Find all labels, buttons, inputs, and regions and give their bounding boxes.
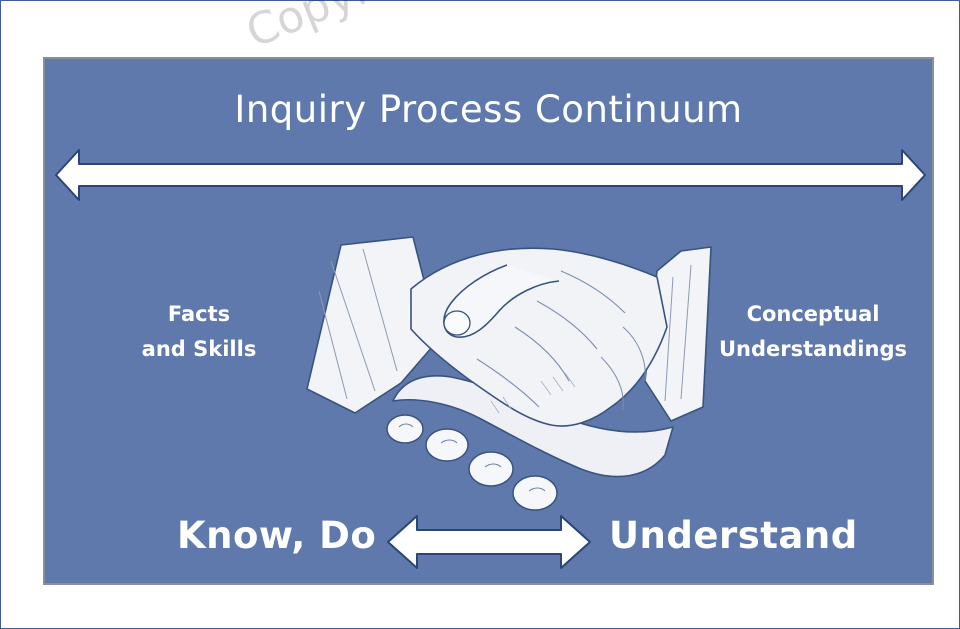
know-do-label: Know, Do xyxy=(177,514,377,557)
handshake-icon xyxy=(306,236,712,511)
conceptual-understandings-label: Conceptual Understandings xyxy=(703,297,923,367)
facts-label-line2: and Skills xyxy=(141,337,257,361)
conceptual-label-line1: Conceptual xyxy=(746,302,880,326)
diagram-panel: Inquiry Process Continuum Facts and Skil… xyxy=(43,57,934,585)
facts-label-line1: Facts xyxy=(167,302,231,326)
diagram-title: Inquiry Process Continuum xyxy=(234,88,743,131)
small-double-arrow-icon xyxy=(387,515,591,569)
conceptual-label-line2: Understandings xyxy=(718,337,907,361)
double-arrow-icon xyxy=(55,149,926,201)
facts-and-skills-label: Facts and Skills xyxy=(117,297,281,367)
copyright-watermark: Copyright xyxy=(239,0,457,58)
understand-label: Understand xyxy=(609,514,858,557)
